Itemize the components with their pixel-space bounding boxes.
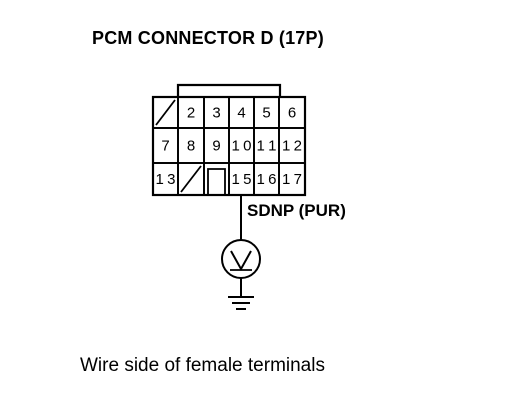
pin-number: 12: [282, 138, 302, 155]
pin-number: 17: [282, 171, 302, 188]
connector-empty-cavity: [152, 96, 179, 129]
footer-note: Wire side of female terminals: [80, 355, 325, 376]
pin-number: 5: [262, 105, 270, 122]
connector-pin-4: 4: [228, 96, 255, 129]
pin-number: 15: [232, 171, 252, 188]
connector-empty-cavity: [177, 162, 205, 196]
pin-number: 7: [161, 138, 169, 155]
connector-latch: [176, 83, 282, 97]
pin-number: 3: [212, 105, 220, 122]
pin-number: 2: [187, 105, 195, 122]
connector-pin-17: 17: [278, 162, 306, 196]
connector-pin-7: 7: [152, 127, 179, 164]
connector-pin-11: 11: [253, 127, 280, 164]
connector-pin-13: 13: [152, 162, 179, 196]
connector-pin-6: 6: [278, 96, 306, 129]
pin-number: 9: [212, 138, 220, 155]
connector-key-slot: [203, 162, 230, 195]
connector-pin-2: 2: [177, 96, 205, 129]
connector-pin-16: 16: [253, 162, 280, 196]
connector-pin-3: 3: [203, 96, 230, 129]
connector-title: PCM CONNECTOR D (17P): [92, 28, 324, 48]
pin-number: 11: [257, 138, 277, 155]
pin-number: 8: [187, 138, 195, 155]
ground-icon: [228, 296, 254, 310]
connector-pin-15: 15: [228, 162, 255, 196]
connector-pin-10: 10: [228, 127, 255, 164]
connector-pin-12: 12: [278, 127, 306, 164]
pin-number: 4: [237, 105, 245, 122]
pin-number: 13: [156, 171, 176, 188]
connector-pin-9: 9: [203, 127, 230, 164]
pin-number: 10: [232, 138, 252, 155]
pin-number: 6: [288, 105, 296, 122]
signal-wire-label: SDNP (PUR): [247, 201, 346, 220]
pin-number: 16: [257, 171, 277, 188]
voltmeter-icon: [221, 239, 261, 279]
connector-pin-5: 5: [253, 96, 280, 129]
connector-pin-8: 8: [177, 127, 205, 164]
